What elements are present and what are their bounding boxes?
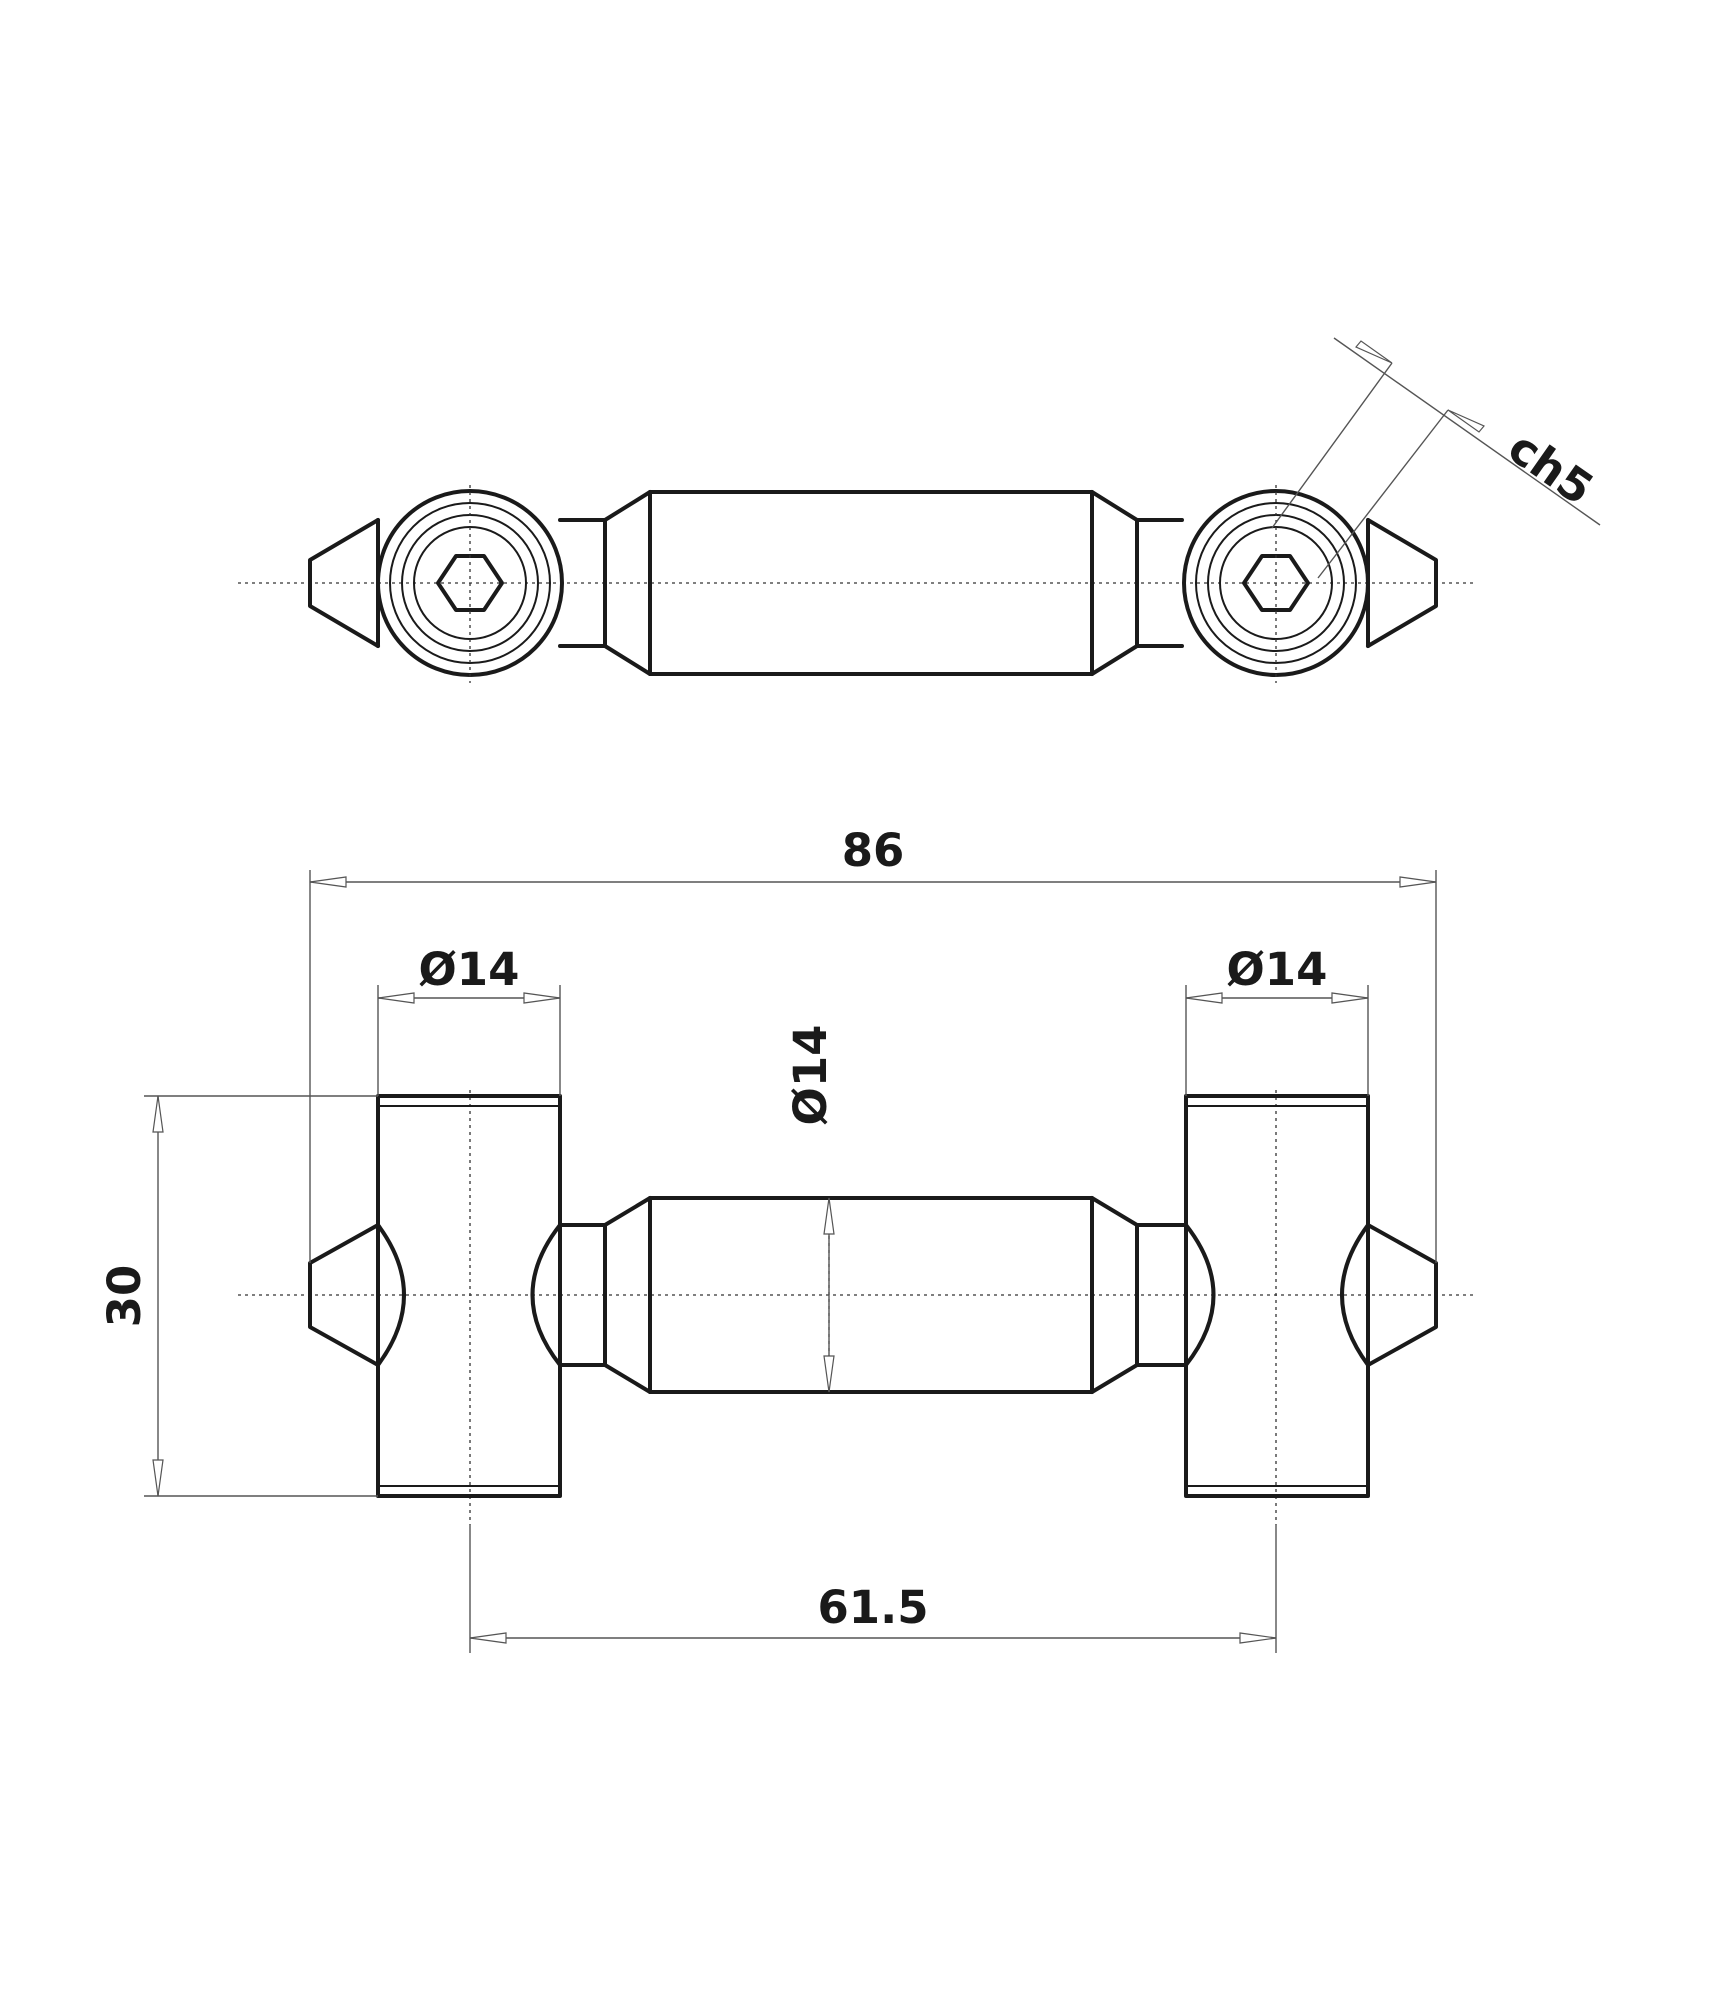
ch5-arrow-1 xyxy=(1355,340,1393,364)
overall-length-dimension: 86 xyxy=(309,824,1437,1263)
left-dia-arrow-2 xyxy=(523,992,561,1004)
center-distance-dimension: 61.5 xyxy=(469,1525,1277,1653)
right-diameter-label: Ø14 xyxy=(1227,943,1328,996)
shaft-dia-arrow-bottom xyxy=(823,1355,835,1393)
left-cylinder xyxy=(376,1094,562,1498)
overall-arrow-left xyxy=(309,876,347,888)
top-center-shaft xyxy=(648,490,1094,676)
cdist-arrow-left xyxy=(469,1632,507,1644)
right-side-cone xyxy=(1366,1223,1438,1367)
right-cone-tip xyxy=(1366,518,1438,648)
overall-arrow-right xyxy=(1399,876,1437,888)
ch5-arrow-2 xyxy=(1447,409,1485,433)
hex-key-label: ch5 xyxy=(1499,421,1603,516)
right-cylinder xyxy=(1184,1094,1370,1498)
right-cone-curve xyxy=(1340,1223,1370,1367)
cdist-arrow-right xyxy=(1239,1632,1277,1644)
height-dimension: 30 xyxy=(98,1095,378,1497)
left-neck-curve xyxy=(530,1223,562,1367)
right-hex-socket-icon xyxy=(1242,554,1310,612)
right-dia-arrow-2 xyxy=(1331,992,1369,1004)
ch5-extension-2 xyxy=(1317,409,1449,579)
shaft-diameter-label: Ø14 xyxy=(784,1025,837,1126)
shaft-dia-arrow-top xyxy=(823,1197,835,1235)
center-distance-label: 61.5 xyxy=(817,1581,928,1634)
ch5-dimension-line xyxy=(1333,337,1601,526)
left-dia-arrow-1 xyxy=(377,992,415,1004)
top-view: ch5 xyxy=(238,337,1603,683)
overall-length-label: 86 xyxy=(842,824,905,877)
height-arrow-top xyxy=(152,1095,164,1133)
right-neck-curve xyxy=(1184,1223,1216,1367)
height-label: 30 xyxy=(98,1265,151,1328)
shaft-diameter-dimension: Ø14 xyxy=(784,1025,837,1393)
side-view: 86 Ø14 Ø14 Ø14 xyxy=(98,824,1475,1653)
ch5-extension-1 xyxy=(1271,362,1393,529)
left-side-cone xyxy=(308,1223,380,1367)
left-diameter-label: Ø14 xyxy=(419,943,520,996)
right-diameter-dimension: Ø14 xyxy=(1185,943,1369,1096)
right-dia-arrow-1 xyxy=(1185,992,1223,1004)
left-cone-tip xyxy=(308,518,380,648)
hex-key-dimension: ch5 xyxy=(1271,337,1603,579)
left-cone-curve xyxy=(376,1223,406,1367)
height-arrow-bottom xyxy=(152,1459,164,1497)
side-center-shaft xyxy=(648,1196,1094,1394)
left-diameter-dimension: Ø14 xyxy=(377,943,561,1096)
left-hex-socket-icon xyxy=(436,554,504,612)
